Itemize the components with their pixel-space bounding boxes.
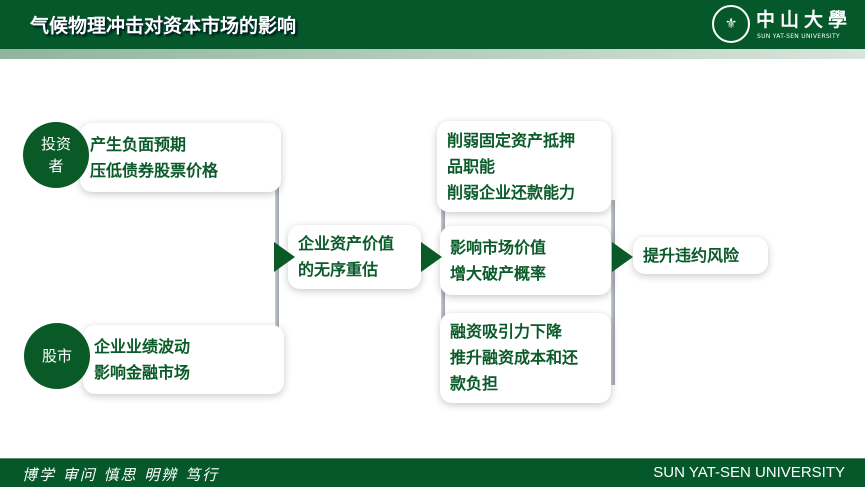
default-risk-box: 提升违约风险 bbox=[633, 237, 768, 274]
box-line: 压低债券股票价格 bbox=[90, 160, 219, 180]
box-line: 提升违约风险 bbox=[643, 245, 740, 265]
source-investor-circle: 投资者 bbox=[23, 122, 89, 188]
effect-box-financing: 融资吸引力下降 推升融资成本和还 款负担 bbox=[440, 313, 611, 403]
university-motto: 博学 审问 慎思 明辨 笃行 bbox=[22, 466, 220, 484]
box-line: 削弱企业还款能力 bbox=[447, 182, 576, 202]
stock-market-effect-box: 企业业绩波动 影响金融市场 bbox=[83, 325, 284, 394]
footer-university-name: SUN YAT-SEN UNIVERSITY bbox=[653, 464, 845, 481]
box-line: 影响金融市场 bbox=[94, 362, 191, 382]
slide-title: 气候物理冲击对资本市场的影响 bbox=[30, 15, 297, 37]
header-bar: 气候物理冲击对资本市场的影响 ⚜ 中山大學 SUN YAT-SEN UNIVER… bbox=[0, 0, 865, 49]
box-line: 融资吸引力下降 bbox=[450, 322, 563, 341]
box-line: 企业业绩波动 bbox=[94, 336, 191, 356]
box-line: 的无序重估 bbox=[298, 260, 379, 279]
connector-line-right-a bbox=[441, 200, 445, 385]
arrow-right-icon bbox=[612, 242, 633, 272]
arrow-right-icon bbox=[274, 242, 295, 272]
arrow-right-icon bbox=[421, 242, 442, 272]
header-gradient-strip bbox=[0, 49, 865, 59]
box-line: 削弱固定资产抵押 bbox=[447, 130, 576, 150]
box-line: 产生负面预期 bbox=[90, 134, 187, 154]
asset-revaluation-box: 企业资产价值 的无序重估 bbox=[288, 225, 421, 289]
source-label: 投资者 bbox=[40, 135, 71, 175]
box-line: 影响市场价值 bbox=[450, 237, 547, 257]
logo-english-name: SUN YAT-SEN UNIVERSITY bbox=[757, 33, 840, 40]
connector-line-right-b bbox=[611, 200, 615, 385]
box-line: 推升融资成本和还 bbox=[450, 348, 579, 367]
box-line: 品职能 bbox=[447, 156, 496, 176]
effect-box-collateral: 削弱固定资产抵押 品职能 削弱企业还款能力 bbox=[437, 121, 611, 212]
box-line: 企业资产价值 bbox=[298, 234, 395, 253]
investor-effect-box: 产生负面预期 压低债券股票价格 bbox=[80, 123, 281, 192]
source-stock-market-circle: 股市 bbox=[24, 323, 90, 389]
box-line: 款负担 bbox=[450, 374, 499, 393]
effect-box-market-value: 影响市场价值 增大破产概率 bbox=[440, 226, 611, 295]
logo-chinese-name: 中山大學 bbox=[756, 9, 853, 31]
university-seal-icon: ⚜ bbox=[712, 5, 750, 43]
box-line: 增大破产概率 bbox=[450, 263, 547, 283]
footer-bar: 博学 审问 慎思 明辨 笃行 SUN YAT-SEN UNIVERSITY bbox=[0, 458, 865, 487]
source-label: 股市 bbox=[41, 347, 72, 365]
